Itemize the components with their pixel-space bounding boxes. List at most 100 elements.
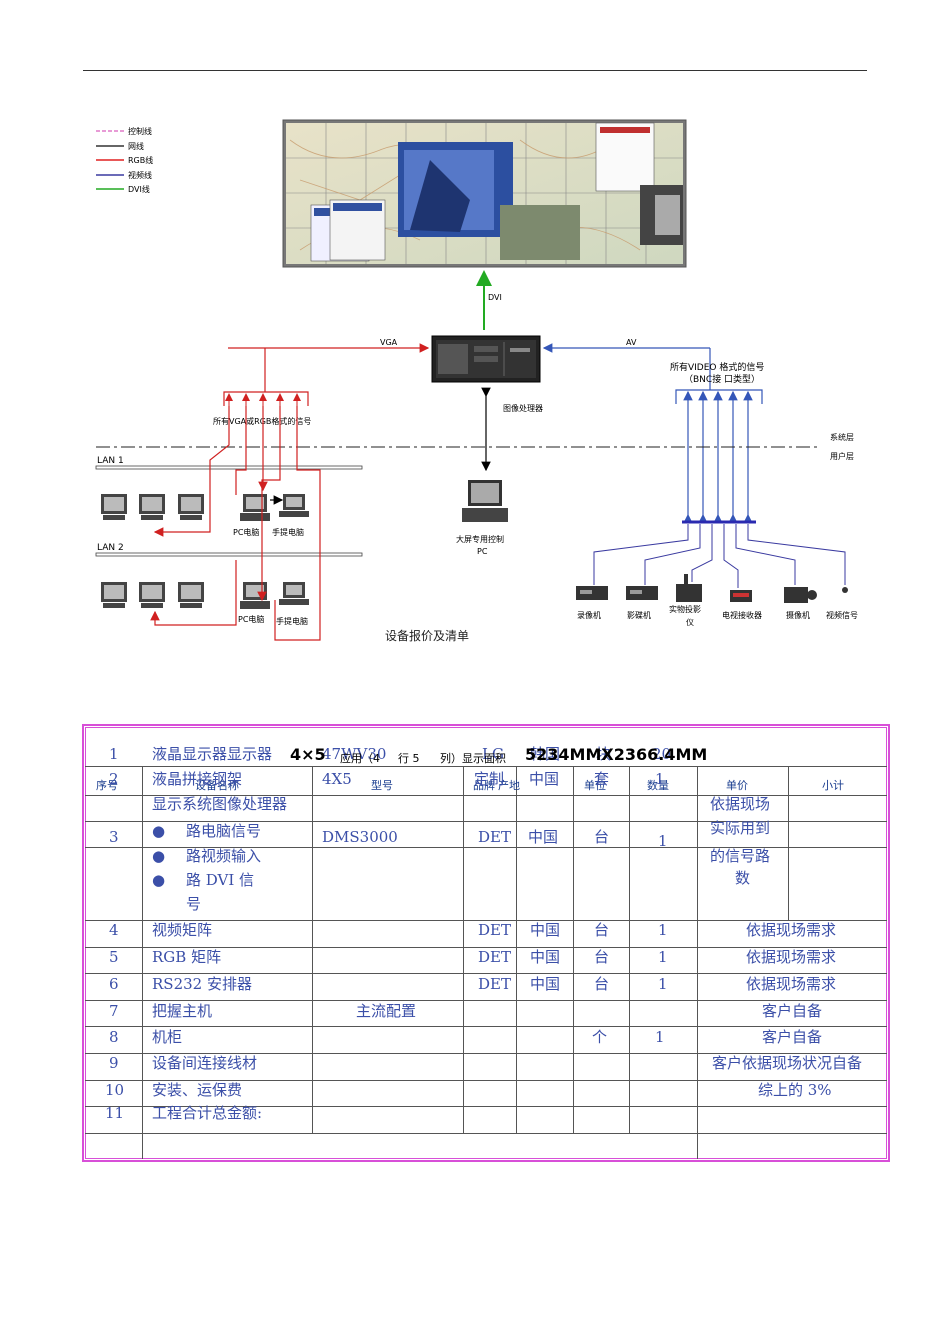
row2-qty: 1 <box>655 770 665 788</box>
row9-price: 客户依据现场状况自备 <box>712 1054 863 1072</box>
row8-qty: 1 <box>655 1028 665 1046</box>
row2-no: 2 <box>109 770 119 788</box>
row1-overlay-grid: 4×5 <box>290 745 326 764</box>
row3-unit: 台 <box>594 828 610 846</box>
row2-model: 4X5 <box>322 770 352 788</box>
control-pc-label-2: PC <box>477 547 488 556</box>
row3-name-4: 路 DVI 信 <box>186 871 255 889</box>
system-diagram: 控制线 网线 RGB线 视频线 DVI线 <box>95 119 858 641</box>
row3-name-3: 路视频输入 <box>186 847 262 865</box>
row1-overlay-size: 5234MMX2366.4MM <box>525 745 708 764</box>
row3-name-2: 路电脑信号 <box>186 822 262 840</box>
video-wall <box>282 119 687 268</box>
row1-no: 1 <box>109 745 119 763</box>
row6-unit: 台 <box>594 975 610 993</box>
row4-price: 依据现场需求 <box>746 921 837 939</box>
user-layer-label: 用户层 <box>830 451 854 461</box>
section-caption: 设备报价及清单 <box>385 629 470 643</box>
row4-unit: 台 <box>594 921 610 939</box>
lan1-label: LAN 1 <box>97 456 124 466</box>
row1-overlay-apply: 应用（4 <box>340 752 380 765</box>
quote-table <box>85 727 887 1159</box>
header-name: 设备名称 <box>195 779 239 792</box>
legend-label-network: 网线 <box>128 141 144 151</box>
row6-name: RS232 安排器 <box>152 975 252 993</box>
system-layer-label: 系统层 <box>830 432 854 442</box>
header-model: 型号 <box>371 779 393 792</box>
device-label-dvd: 影碟机 <box>627 610 651 620</box>
row9-no: 9 <box>109 1054 119 1072</box>
row4-brand: DET <box>478 921 511 939</box>
row8-price: 客户自备 <box>762 1028 823 1046</box>
row8-no: 8 <box>109 1028 119 1046</box>
row2-name: 液晶拼接钢架 <box>152 770 243 788</box>
row7-price: 客户自备 <box>762 1002 823 1020</box>
legend-label-control: 控制线 <box>128 126 152 136</box>
device-label-video-signal: 视频信号 <box>826 610 858 620</box>
row5-origin: 中国 <box>530 948 561 966</box>
row5-qty: 1 <box>658 948 668 966</box>
legend-label-video: 视频线 <box>128 170 152 180</box>
row4-qty: 1 <box>658 921 668 939</box>
header-brand: 品牌 <box>473 779 495 792</box>
row10-name: 安装、运保费 <box>152 1081 243 1099</box>
quote-table-border <box>82 724 890 1162</box>
header-subtotal: 小计 <box>822 779 844 792</box>
lan2-label: LAN 2 <box>97 543 124 553</box>
row7-model: 主流配置 <box>356 1002 417 1020</box>
control-pc <box>462 480 508 522</box>
lan1-computers <box>101 494 309 521</box>
row6-price: 依据现场需求 <box>746 975 837 993</box>
row1-name: 液晶显示器显示器 <box>152 745 273 763</box>
header-no: 序号 <box>96 779 118 792</box>
row6-origin: 中国 <box>530 975 561 993</box>
legend-label-dvi: DVI线 <box>128 184 150 194</box>
row5-brand: DET <box>478 948 511 966</box>
row7-name: 把握主机 <box>152 1002 213 1020</box>
video-signals-label-1: 所有VIDEO 格式的信号 <box>670 361 764 373</box>
row3-price-4: 数 <box>735 869 751 887</box>
legend-label-rgb: RGB线 <box>128 155 153 165</box>
device-label-vcr: 录像机 <box>577 610 601 620</box>
row1-qty: 20 <box>652 745 672 763</box>
row1-brand: LG <box>482 745 504 763</box>
header-price: 单价 <box>726 779 748 792</box>
row2-brand: 定制 <box>474 770 505 788</box>
row5-price: 依据现场需求 <box>746 948 837 966</box>
av-label: AV <box>626 338 637 347</box>
row3-price-2: 实际用到 <box>710 819 771 837</box>
row5-unit: 台 <box>594 948 610 966</box>
row8-unit: 个 <box>592 1028 608 1046</box>
row11-no: 11 <box>105 1104 125 1122</box>
row3-price-3: 的信号路 <box>710 847 771 865</box>
legend: 控制线 网线 RGB线 视频线 DVI线 <box>96 126 153 194</box>
row3-qty: 1 <box>658 832 668 850</box>
video-source-labels: 录像机 影碟机 实物投影 仪 电视接收器 摄像机 视频信号 <box>577 604 858 627</box>
control-pc-label-1: 大屏专用控制 <box>456 534 504 544</box>
row1-origin: 韩国 <box>530 745 561 763</box>
row1-overlay-rows: 行 5 <box>398 752 420 765</box>
dvi-label: DVI <box>488 293 502 302</box>
row6-brand: DET <box>478 975 511 993</box>
row9-name: 设备间连接线材 <box>152 1054 258 1072</box>
video-signals-label-2: （BNC接 口类型） <box>684 373 760 385</box>
lan2-computers <box>101 582 309 609</box>
row10-price: 综上的 3% <box>758 1081 832 1099</box>
row1-overlay-cols: 列）显示面积 <box>440 752 506 765</box>
row1-model: 47WV30 <box>322 745 387 763</box>
row6-qty: 1 <box>658 975 668 993</box>
device-label-camera: 摄像机 <box>786 610 810 620</box>
row3-price-1: 依据现场 <box>710 795 771 813</box>
image-processor <box>431 335 541 383</box>
device-label-projector: 实物投影 <box>669 604 701 614</box>
vga-label: VGA <box>380 338 398 347</box>
header-rule <box>83 70 867 71</box>
header-qty: 数量 <box>647 779 669 792</box>
row4-origin: 中国 <box>530 921 561 939</box>
row3-name-5: 号 <box>186 895 202 913</box>
row3-name-1: 显示系统图像处理器 <box>152 795 288 813</box>
row5-no: 5 <box>109 948 119 966</box>
row3-origin: 中国 <box>528 828 559 846</box>
row1-unit: 块 <box>596 745 612 763</box>
row3-bullet-3: ● <box>152 871 166 889</box>
